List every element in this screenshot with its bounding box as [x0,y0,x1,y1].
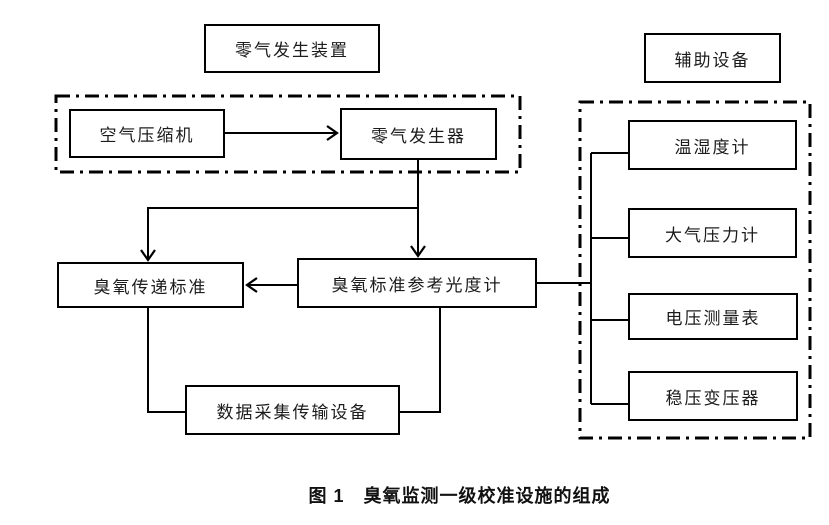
auxiliary-group-title: 辅助设备 [644,33,781,83]
zero-gas-group-title: 零气发生装置 [204,24,380,73]
node-data-acquisition: 数据采集传输设备 [185,385,400,435]
node-voltage-transformer: 稳压变压器 [628,371,798,421]
node-air-compressor: 空气压缩机 [69,109,225,158]
zero-gas-group-border [54,94,522,174]
node-thermo-hygrometer: 温湿度计 [628,120,797,170]
figure-caption: 图 1 臭氧监测一级校准设施的组成 [308,486,611,506]
arrow-generator-to-transfer-standard [140,207,418,262]
node-barometer: 大气压力计 [628,208,797,258]
node-ozone-reference-photometer: 臭氧标准参考光度计 [297,258,537,308]
auxiliary-group-border [578,100,812,440]
node-ozone-transfer-standard: 臭氧传递标准 [57,262,244,308]
line-photometer-to-daq [400,308,441,413]
line-transfer-standard-to-daq [147,308,185,413]
node-voltage-meter: 电压测量表 [628,293,798,340]
node-zero-gas-generator: 零气发生器 [340,108,497,160]
